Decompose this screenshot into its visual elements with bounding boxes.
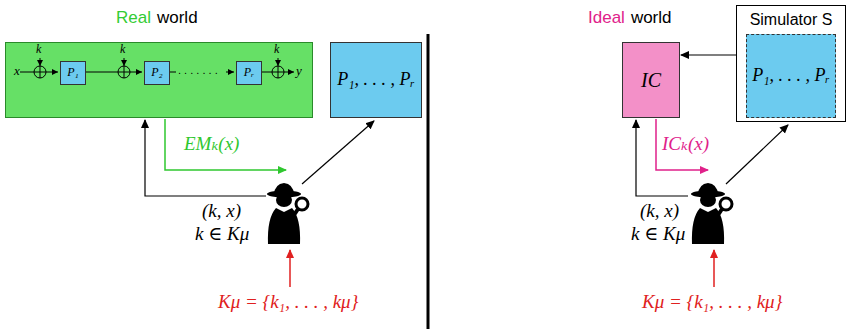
node-text: x	[14, 64, 20, 78]
node-text: IC	[641, 69, 661, 91]
query-arrow	[636, 120, 688, 196]
math-label: k ∈ Kμ	[631, 224, 685, 245]
oracle-access-arrow	[681, 54, 736, 55]
math-label: (k, x)	[640, 201, 679, 222]
node-text: P₁, . . . , Pᵣ	[752, 66, 830, 86]
title-word: world	[631, 8, 672, 28]
math-label: k	[120, 43, 125, 56]
node-text: P₁, . . . , Pᵣ	[337, 70, 415, 90]
key-set-arrow	[289, 250, 291, 287]
math-label: . . . . . . .	[178, 64, 218, 76]
permutation-box: P₂	[144, 61, 170, 85]
query-arrow	[145, 120, 266, 196]
simulator-box: Simulator S P₁, . . . , Pᵣ	[736, 5, 846, 122]
cipher-box: x y P₁ P₂ Pᵣ	[5, 42, 313, 118]
math-label: k	[36, 43, 41, 56]
node-text: y	[296, 64, 302, 78]
title-word: Ideal	[588, 8, 625, 28]
title-word: Real	[116, 8, 151, 28]
panel-title: Real world	[116, 8, 198, 28]
adversary-icon	[691, 183, 732, 244]
math-label: Kμ = {k₁, . . . , kμ}	[218, 292, 358, 313]
math-label: Kμ = {k₁, . . . , kμ}	[642, 292, 782, 313]
math-label: (k, x)	[202, 201, 241, 222]
math-label: k ∈ Kμ	[195, 224, 249, 245]
perm-query-arrow	[302, 121, 374, 184]
divider	[427, 34, 430, 329]
ideal-cipher-box: IC	[622, 42, 680, 118]
cipher-panel	[5, 42, 313, 118]
answer-arrow	[165, 119, 286, 170]
perm-query-arrow	[726, 125, 788, 184]
key-set-arrow	[713, 250, 715, 287]
math-label: ICₖ(x)	[662, 134, 709, 155]
math-label: k	[274, 43, 279, 56]
simulated-permutations: P₁, . . . , Pᵣ	[746, 34, 836, 118]
node-text: Simulator S	[750, 11, 833, 29]
permutation-oracle: P₁, . . . , Pᵣ	[330, 42, 422, 118]
permutation-box: Pᵣ	[236, 61, 262, 85]
permutation-box: P₁	[60, 61, 86, 85]
adversary-icon	[267, 183, 308, 244]
math-label: EMₖ(x)	[184, 134, 239, 155]
node-text: Pᵣ	[244, 66, 254, 79]
title-word: world	[157, 8, 198, 28]
node-text: P₁	[67, 66, 79, 79]
node-text: P₂	[151, 66, 163, 79]
panel-title: Ideal world	[588, 8, 672, 28]
